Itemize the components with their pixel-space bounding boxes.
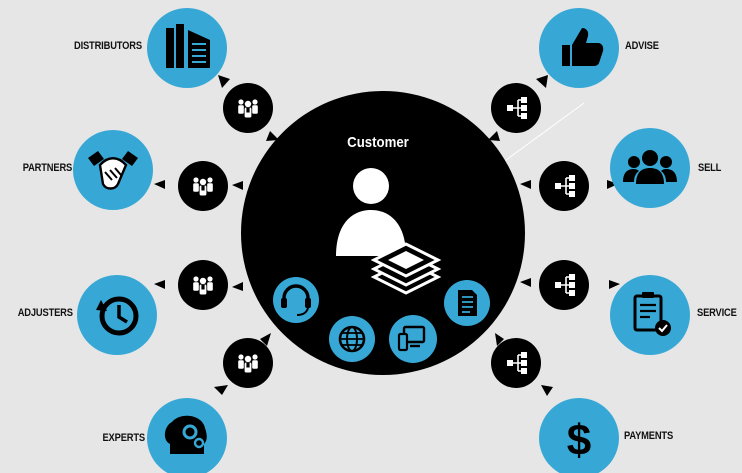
right-pointers — [488, 75, 620, 396]
devices-icon — [389, 315, 437, 363]
label-service: SERVICE — [697, 307, 737, 319]
left-pointers — [154, 75, 279, 395]
handshake-icon[interactable] — [73, 130, 153, 210]
team-icon[interactable] — [610, 128, 690, 208]
customer-person-icon — [336, 168, 406, 256]
customer-title: Customer — [347, 134, 409, 151]
connector-adjusters[interactable] — [178, 260, 228, 310]
label-advise: ADVISE — [625, 40, 659, 52]
clipboard-check-icon[interactable] — [610, 275, 690, 355]
dollar-icon[interactable]: $ — [539, 398, 619, 473]
thumbs-up-icon[interactable] — [539, 8, 619, 88]
connector-distributors[interactable] — [223, 83, 273, 133]
document-icon — [444, 280, 490, 326]
headset-icon — [273, 277, 319, 323]
label-adjusters: ADJUSTERS — [17, 307, 73, 319]
layers-icon — [370, 242, 442, 295]
clock-history-icon[interactable] — [77, 275, 157, 355]
connector-sell[interactable] — [539, 161, 589, 211]
label-partners: PARTNERS — [22, 162, 73, 174]
label-distributors: DISTRIBUTORS — [74, 40, 142, 52]
label-payments: PAYMENTS — [624, 430, 674, 442]
connector-payments[interactable] — [491, 338, 541, 388]
connector-partners[interactable] — [178, 161, 228, 211]
accent-line — [501, 102, 585, 164]
globe-icon — [329, 316, 375, 362]
connector-experts[interactable] — [223, 338, 273, 388]
connector-service[interactable] — [539, 260, 589, 310]
svg-text:$: $ — [567, 416, 591, 465]
label-experts: EXPERTS — [102, 432, 146, 444]
label-sell: SELL — [698, 162, 722, 174]
connector-advise[interactable] — [491, 83, 541, 133]
building-icon[interactable] — [147, 8, 227, 88]
brain-gears-icon[interactable] — [147, 398, 227, 473]
